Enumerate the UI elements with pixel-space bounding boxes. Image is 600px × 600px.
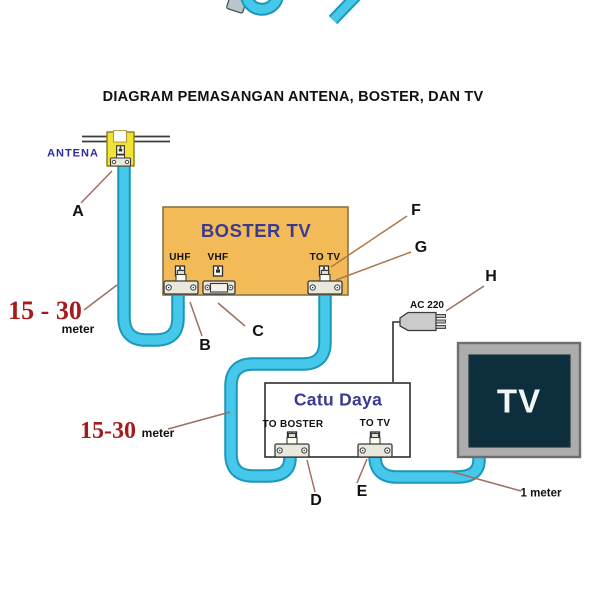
ac-plug bbox=[392, 311, 446, 382]
booster-to-tv-port-label: TO TV bbox=[309, 252, 341, 263]
pointer-a: A bbox=[72, 203, 84, 220]
leader-d bbox=[306, 459, 316, 493]
vhf-port-icon bbox=[212, 265, 224, 277]
antenna-cable-length: 15 - 30 bbox=[8, 296, 82, 325]
psu-cable-length: 15-30 bbox=[80, 418, 136, 444]
tv-cable-length: 1 meter bbox=[520, 487, 562, 500]
ac-plug-label: AC 220 bbox=[410, 300, 444, 311]
psu-cable-unit: meter bbox=[141, 426, 175, 440]
power-cord bbox=[392, 321, 403, 382]
antenna-label: ANTENA bbox=[47, 147, 99, 160]
vhf-port-label: VHF bbox=[207, 252, 229, 263]
pointer-f: F bbox=[411, 202, 421, 219]
leader-g bbox=[335, 251, 412, 281]
pointer-e: E bbox=[356, 483, 368, 500]
booster-box bbox=[162, 206, 349, 296]
antenna-head bbox=[106, 130, 135, 167]
leader-lines bbox=[80, 170, 522, 493]
cable-booster-to-psu bbox=[224, 292, 332, 483]
uhf-port-label: UHF bbox=[169, 252, 191, 263]
antenna-cable-unit: meter bbox=[61, 322, 95, 336]
leader-a bbox=[80, 170, 113, 204]
pointer-g: G bbox=[414, 239, 428, 256]
cable-antenna-to-booster bbox=[117, 163, 185, 347]
pointer-c: C bbox=[252, 323, 264, 340]
tv-label: TV bbox=[496, 382, 542, 420]
pointer-d: D bbox=[310, 492, 322, 509]
psu-to-boster-port-label: TO BOSTER bbox=[262, 419, 324, 430]
leader-c bbox=[217, 302, 246, 327]
diagram-title: DIAGRAM PEMASANGAN ANTENA, BOSTER, DAN T… bbox=[102, 88, 484, 105]
tv-set bbox=[456, 341, 582, 459]
leader-e bbox=[356, 458, 368, 484]
cable-psu-to-tv bbox=[368, 450, 486, 484]
leader-1-meter bbox=[448, 470, 522, 492]
top-cable-artifact bbox=[226, 0, 361, 25]
antenna-connector-icon bbox=[116, 145, 125, 155]
leader-h bbox=[445, 285, 485, 312]
pointer-h: H bbox=[485, 268, 497, 285]
leader-f bbox=[330, 215, 408, 268]
leader-meter-1 bbox=[83, 284, 118, 311]
leader-b bbox=[189, 301, 203, 337]
power-supply-title: Catu Daya bbox=[293, 389, 383, 410]
vhf-connector bbox=[202, 280, 236, 295]
booster-title: BOSTER TV bbox=[200, 219, 312, 241]
pointer-b: B bbox=[199, 337, 211, 354]
psu-to-tv-port-label: TO TV bbox=[359, 418, 391, 429]
leader-meter-2 bbox=[167, 411, 231, 430]
antenna-boom bbox=[82, 135, 170, 143]
